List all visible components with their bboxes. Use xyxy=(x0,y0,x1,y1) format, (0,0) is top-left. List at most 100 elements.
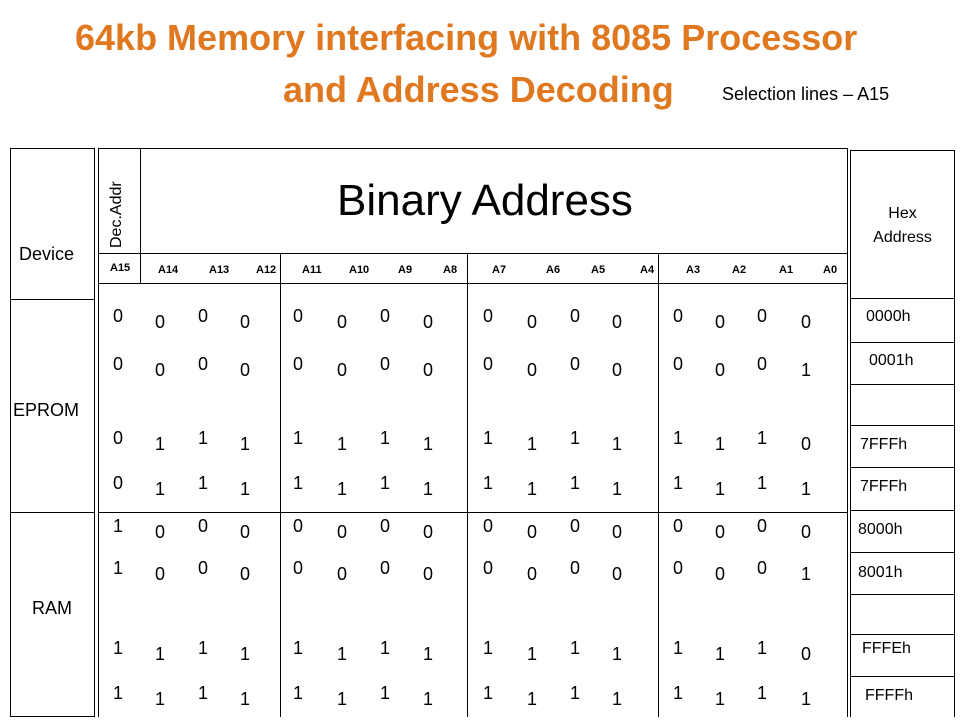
bit-cell: 0 xyxy=(154,360,166,380)
bit-cell: 1 xyxy=(292,428,304,448)
title-line-1: 64kb Memory interfacing with 8085 Proces… xyxy=(75,17,858,58)
bit-cell: 0 xyxy=(569,516,581,536)
bit-cell: 0 xyxy=(336,360,348,380)
bit-cell: 0 xyxy=(154,522,166,542)
bit-cell: 1 xyxy=(154,434,166,454)
bit-cell: 0 xyxy=(379,516,391,536)
bit-cell: 0 xyxy=(197,516,209,536)
bit-cell: 1 xyxy=(197,683,209,703)
address-line-a11: A11 xyxy=(302,264,322,276)
bit-cell: 1 xyxy=(239,434,251,454)
bit-cell: 0 xyxy=(336,312,348,332)
bit-cell: 1 xyxy=(756,638,768,658)
address-line-a12: A12 xyxy=(256,264,277,276)
bit-cell: 1 xyxy=(112,683,124,703)
bit-cell: 0 xyxy=(800,312,812,332)
bit-cell: 0 xyxy=(482,354,494,374)
bit-cell: 1 xyxy=(197,473,209,493)
bit-cell: 1 xyxy=(800,479,812,499)
address-line-a15: A15 xyxy=(110,262,131,274)
bit-cell: 1 xyxy=(336,479,348,499)
bit-cell: 0 xyxy=(336,522,348,542)
bit-cell: 1 xyxy=(482,638,494,658)
bit-cell: 0 xyxy=(422,360,434,380)
bit-cell: 1 xyxy=(239,644,251,664)
bit-cell: 0 xyxy=(379,354,391,374)
address-line-a9: A9 xyxy=(398,264,413,276)
bit-cell: 1 xyxy=(569,428,581,448)
bit-cell: 0 xyxy=(112,306,124,326)
bit-cell: 0 xyxy=(197,354,209,374)
bit-cell: 0 xyxy=(569,354,581,374)
bit-cell: 0 xyxy=(756,354,768,374)
bit-cell: 0 xyxy=(112,354,124,374)
bit-cell: 1 xyxy=(569,638,581,658)
bit-cell: 1 xyxy=(336,434,348,454)
bit-cell: 0 xyxy=(611,360,623,380)
bit-cell: 0 xyxy=(292,306,304,326)
bit-cell: 0 xyxy=(154,312,166,332)
bit-cell: 0 xyxy=(336,564,348,584)
bit-cell: 0 xyxy=(239,360,251,380)
bit-cell: 1 xyxy=(800,360,812,380)
bit-cell: 1 xyxy=(611,434,623,454)
bit-cell: 1 xyxy=(569,683,581,703)
bit-cell: 1 xyxy=(197,428,209,448)
address-line-a14: A14 xyxy=(158,264,179,276)
bit-cell: 1 xyxy=(714,479,726,499)
bit-cell: 1 xyxy=(714,689,726,709)
bit-cell: 0 xyxy=(714,564,726,584)
hex-address-header: Hex Address xyxy=(851,202,954,250)
address-line-a2: A2 xyxy=(732,264,747,276)
bit-cell: 0 xyxy=(569,558,581,578)
address-line-a7: A7 xyxy=(492,264,507,276)
bit-cell: 1 xyxy=(526,434,538,454)
bit-cell: 0 xyxy=(422,522,434,542)
bit-cell: 0 xyxy=(756,306,768,326)
bit-cell: 1 xyxy=(611,479,623,499)
bit-cell: 1 xyxy=(526,644,538,664)
bit-cell: 1 xyxy=(482,428,494,448)
bit-cell: 0 xyxy=(154,564,166,584)
bit-cell: 0 xyxy=(800,522,812,542)
bit-cell: 1 xyxy=(154,479,166,499)
bit-cell: 1 xyxy=(239,479,251,499)
selection-lines-note: Selection lines – A15 xyxy=(722,84,890,104)
bit-cell: 1 xyxy=(239,689,251,709)
bit-cell: 0 xyxy=(672,558,684,578)
bit-cell: 1 xyxy=(154,644,166,664)
bit-cell: 0 xyxy=(482,558,494,578)
address-line-a0: A0 xyxy=(823,264,838,276)
bit-cell: 1 xyxy=(526,689,538,709)
address-line-a6: A6 xyxy=(546,264,561,276)
bit-cell: 0 xyxy=(800,434,812,454)
bit-cell: 1 xyxy=(756,473,768,493)
bit-cell: 1 xyxy=(714,644,726,664)
bit-cell: 0 xyxy=(672,516,684,536)
bit-cell: 0 xyxy=(239,564,251,584)
hex-address-value: FFFFh xyxy=(865,687,913,704)
bit-cell: 1 xyxy=(482,683,494,703)
address-line-a1: A1 xyxy=(779,264,794,276)
bit-cell: 0 xyxy=(714,522,726,542)
hex-address-value: 0000h xyxy=(866,308,911,325)
bit-cell: 0 xyxy=(672,306,684,326)
bit-cell: 1 xyxy=(292,683,304,703)
address-line-a5: A5 xyxy=(591,264,606,276)
bit-cell: 0 xyxy=(611,564,623,584)
bit-cell: 1 xyxy=(756,428,768,448)
bit-cell: 1 xyxy=(379,473,391,493)
bit-cell: 1 xyxy=(569,473,581,493)
bit-cell: 0 xyxy=(239,312,251,332)
bit-cell: 0 xyxy=(569,306,581,326)
bit-cell: 1 xyxy=(482,473,494,493)
bit-cell: 0 xyxy=(482,306,494,326)
hex-address-value: 7FFFh xyxy=(860,436,908,453)
hex-address-value: 8001h xyxy=(858,564,903,581)
address-line-a3: A3 xyxy=(686,264,701,276)
binary-address-header: Binary Address xyxy=(337,176,633,225)
bit-cell: 1 xyxy=(422,644,434,664)
bit-cell: 0 xyxy=(112,473,124,493)
bit-cell: 1 xyxy=(526,479,538,499)
bit-cell: 0 xyxy=(526,522,538,542)
